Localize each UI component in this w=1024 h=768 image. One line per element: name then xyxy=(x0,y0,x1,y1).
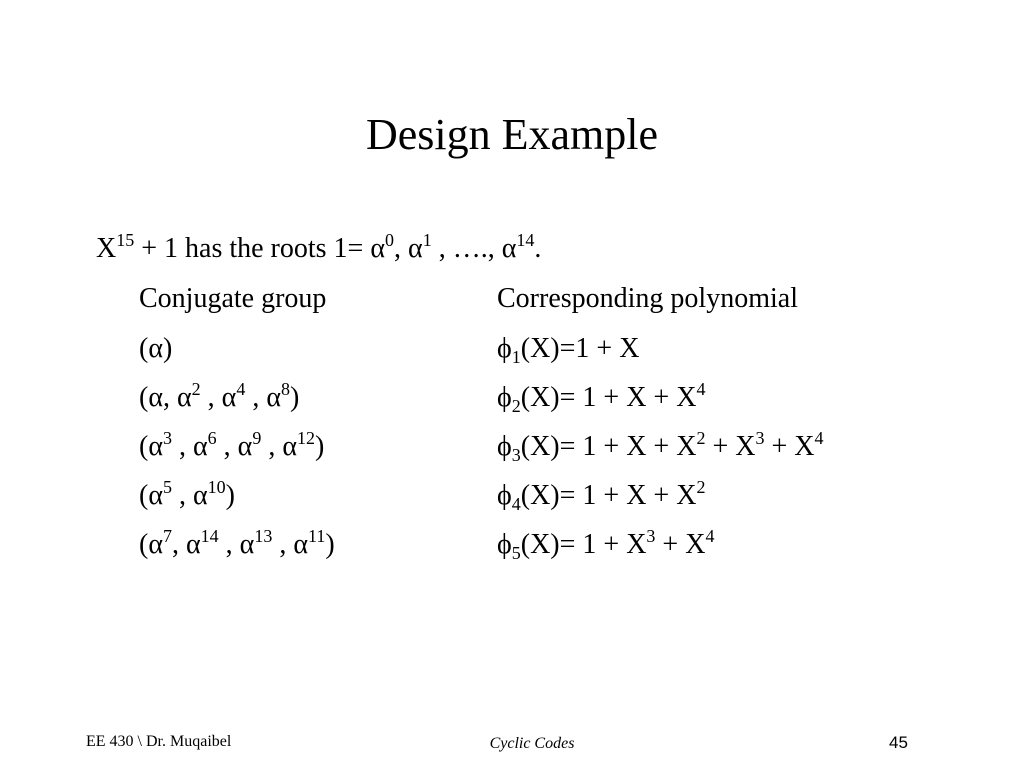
intro-x-exponent: 15 xyxy=(116,230,135,250)
intro-exp-1: 1 xyxy=(422,230,432,250)
exponent: 3 xyxy=(755,428,765,448)
math-text: (X)= 1 + X + X xyxy=(520,382,697,413)
math-text: + X xyxy=(705,431,756,462)
polynomial-cell: ϕ3(X)= 1 + X + X2 + X3 + X4 xyxy=(497,428,823,466)
intro-x: X xyxy=(96,233,117,264)
subscript: 2 xyxy=(511,396,521,416)
subscript: 4 xyxy=(511,494,521,514)
math-text: , α xyxy=(218,529,255,560)
exponent: 5 xyxy=(163,477,172,497)
subscript: 1 xyxy=(511,347,521,367)
footer-course-instructor: EE 430 \ Dr. Muqaibel xyxy=(86,733,232,750)
slide-title: Design Example xyxy=(365,110,659,159)
intro-alpha-0: α xyxy=(370,233,386,264)
exponent: 11 xyxy=(308,526,326,546)
math-text: ) xyxy=(163,333,173,364)
slide-number: 45 xyxy=(889,733,908,752)
math-text: ϕ xyxy=(497,529,512,560)
polynomial-cell: ϕ1(X)=1 + X xyxy=(497,330,639,368)
math-text: , α xyxy=(200,382,237,413)
math-text: + X xyxy=(764,431,815,462)
conjugate-group-cell: (α, α2 , α4 , α8) xyxy=(139,379,299,417)
footer-topic: Cyclic Codes xyxy=(489,735,575,752)
math-text: ϕ xyxy=(497,480,512,511)
math-text: ϕ xyxy=(497,382,512,413)
exponent: 3 xyxy=(163,428,172,448)
intro-exp-0: 0 xyxy=(385,230,395,250)
conjugate-group-cell: (α3 , α6 , α9 , α12) xyxy=(139,428,324,466)
exponent: 9 xyxy=(252,428,262,448)
table-header-row: Conjugate group Corresponding polynomial xyxy=(0,280,1024,320)
exponent: 12 xyxy=(297,428,316,448)
conjugate-group-header: Conjugate group xyxy=(139,283,327,314)
math-text: ϕ xyxy=(497,431,512,462)
math-text: (X)= 1 + X xyxy=(520,529,647,560)
exponent: 8 xyxy=(281,379,291,399)
intro-alpha-1: α xyxy=(408,233,423,264)
exponent: 2 xyxy=(696,477,706,497)
math-text: + X xyxy=(655,529,706,560)
exponent: 2 xyxy=(696,428,706,448)
math-text: , α xyxy=(172,529,201,560)
subscript: 3 xyxy=(511,445,521,465)
intro-mid-text: + 1 has the roots 1= xyxy=(134,233,371,264)
math-text: (X)= 1 + X + X xyxy=(520,431,697,462)
math-text: ϕ xyxy=(497,333,512,364)
exponent: 3 xyxy=(646,526,656,546)
exponent: 6 xyxy=(207,428,217,448)
exponent: 4 xyxy=(814,428,824,448)
table-row: (α) ϕ1(X)=1 + X xyxy=(0,330,1024,370)
exponent: 13 xyxy=(254,526,273,546)
math-text: ) xyxy=(290,382,300,413)
subscript: 5 xyxy=(511,543,521,563)
intro-ellipsis: , …., xyxy=(431,233,502,264)
exponent: 7 xyxy=(163,526,172,546)
polynomial-cell: ϕ2(X)= 1 + X + X4 xyxy=(497,379,705,417)
exponent: 4 xyxy=(236,379,246,399)
polynomial-cell: ϕ4(X)= 1 + X + X2 xyxy=(497,477,705,515)
math-text: , α xyxy=(216,431,253,462)
math-text: , α xyxy=(261,431,298,462)
table-row: (α, α2 , α4 , α8) ϕ2(X)= 1 + X + X4 xyxy=(0,379,1024,419)
exponent: 14 xyxy=(200,526,219,546)
math-text: (α, α xyxy=(139,382,192,413)
conjugate-group-cell: (α7, α14 , α13 , α11) xyxy=(139,526,335,564)
math-text: (α xyxy=(139,333,163,364)
exponent: 10 xyxy=(207,477,226,497)
math-text: ) xyxy=(315,431,325,462)
intro-period: . xyxy=(534,233,542,264)
exponent: 2 xyxy=(191,379,201,399)
math-text: ) xyxy=(225,480,235,511)
table-row: (α5 , α10) ϕ4(X)= 1 + X + X2 xyxy=(0,477,1024,517)
math-text: (α xyxy=(139,431,163,462)
exponent: 4 xyxy=(705,526,715,546)
polynomial-header: Corresponding polynomial xyxy=(497,283,798,314)
exponent: 4 xyxy=(696,379,706,399)
math-text: , α xyxy=(172,431,208,462)
math-text: ) xyxy=(325,529,335,560)
math-text: (α xyxy=(139,529,163,560)
conjugate-group-cell: (α) xyxy=(139,330,172,368)
table-row: (α7, α14 , α13 , α11) ϕ5(X)= 1 + X3 + X4 xyxy=(0,526,1024,566)
conjugate-group-cell: (α5 , α10) xyxy=(139,477,235,515)
math-text: (α xyxy=(139,480,163,511)
polynomial-cell: ϕ5(X)= 1 + X3 + X4 xyxy=(497,526,714,564)
math-text: , α xyxy=(172,480,208,511)
table-row: (α3 , α6 , α9 , α12) ϕ3(X)= 1 + X + X2 +… xyxy=(0,428,1024,468)
math-text: (X)=1 + X xyxy=(520,333,640,364)
math-text: , α xyxy=(245,382,282,413)
intro-exp-14: 14 xyxy=(516,230,535,250)
intro-line: X15 + 1 has the roots 1= α0, α1 , …., α1… xyxy=(96,230,541,268)
intro-separator: , xyxy=(394,233,409,264)
math-text: , α xyxy=(272,529,309,560)
intro-alpha-14: α xyxy=(501,233,517,264)
math-text: (X)= 1 + X + X xyxy=(520,480,697,511)
